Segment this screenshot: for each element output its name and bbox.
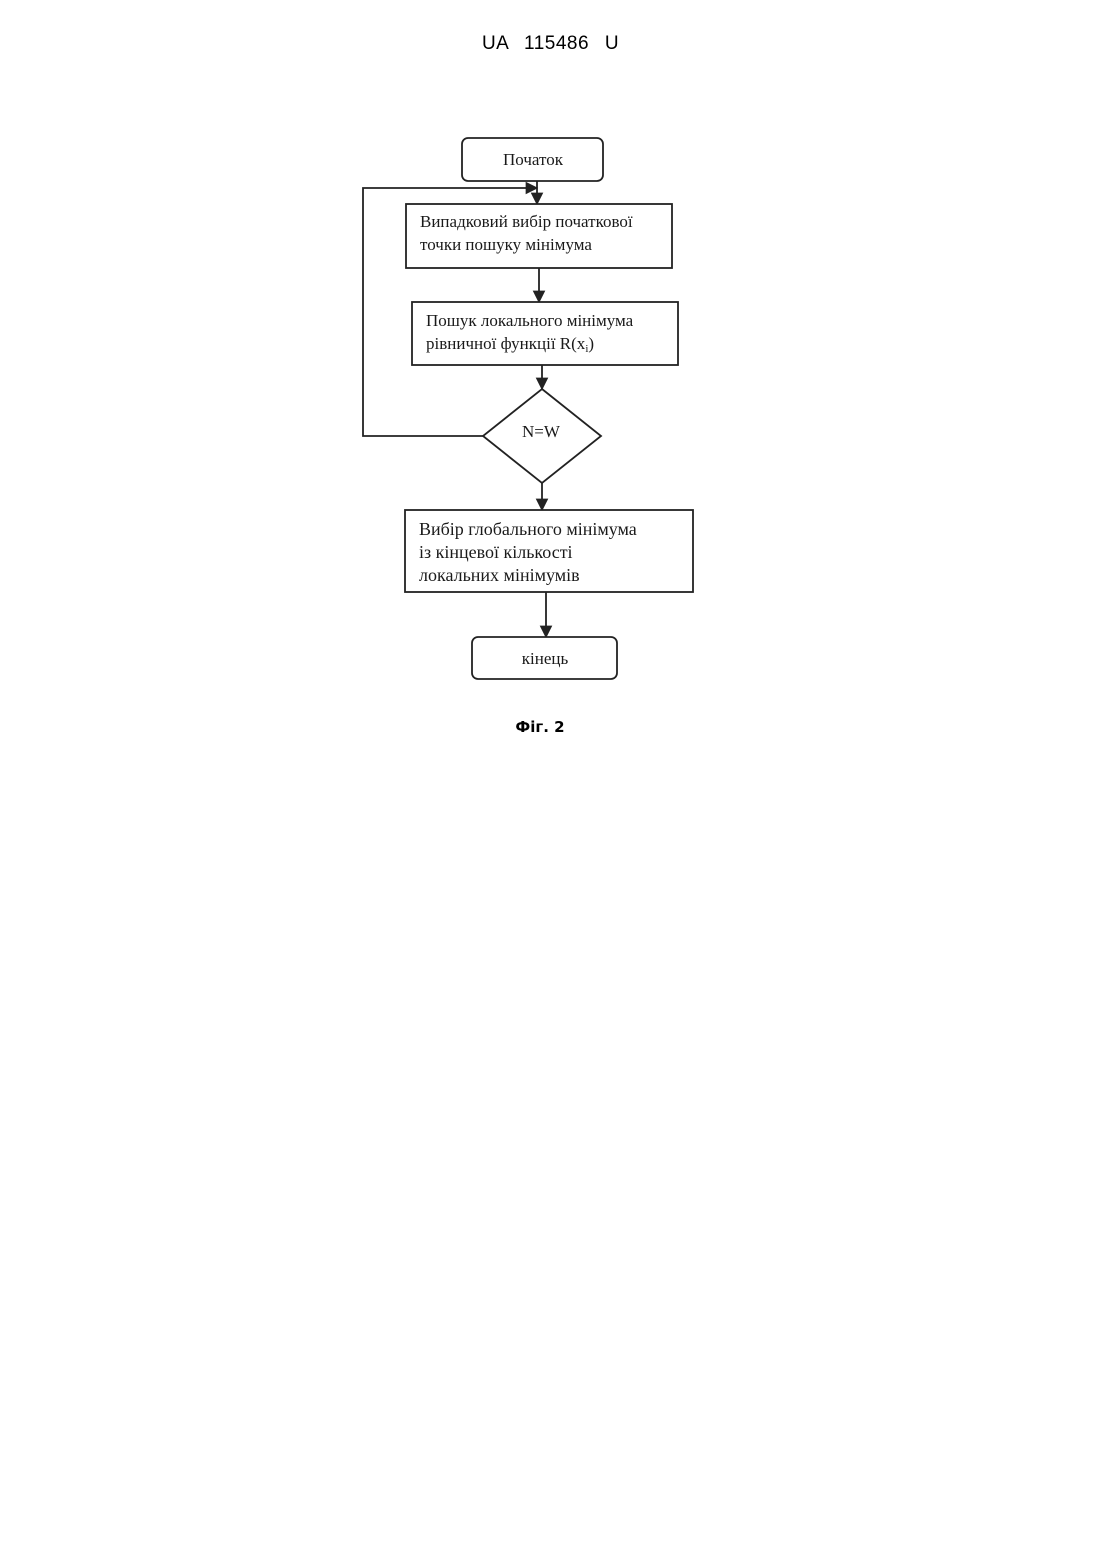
step3-line2: із кінцевої кількості bbox=[419, 542, 573, 562]
start-node: Початок bbox=[462, 138, 603, 181]
step2-line1: Пошук локального мінімума bbox=[426, 311, 634, 330]
figure-caption: Фіг. 2 bbox=[0, 718, 1080, 736]
step2-local-minimum-node: Пошук локального мінімума рівничної функ… bbox=[412, 302, 678, 365]
flowchart: Початок Випадковий вибір початкової точк… bbox=[0, 0, 1101, 760]
decision-label: N=W bbox=[522, 422, 561, 441]
step1-line2: точки пошуку мінімума bbox=[420, 235, 592, 254]
step3-line3: локальних мінімумів bbox=[419, 565, 580, 585]
step1-line1: Випадковий вибір початкової bbox=[420, 212, 633, 231]
start-label: Початок bbox=[503, 150, 564, 169]
step3-line1: Вибір глобального мінімума bbox=[419, 519, 637, 539]
step3-global-minimum-node: Вибір глобального мінімума із кінцевої к… bbox=[405, 510, 693, 592]
end-label: кінець bbox=[522, 649, 569, 668]
step1-random-start-node: Випадковий вибір початкової точки пошуку… bbox=[406, 204, 672, 268]
step2-line2: рівничної функції R(xi) bbox=[426, 334, 594, 355]
end-node: кінець bbox=[472, 637, 617, 679]
decision-node: N=W bbox=[483, 389, 601, 483]
